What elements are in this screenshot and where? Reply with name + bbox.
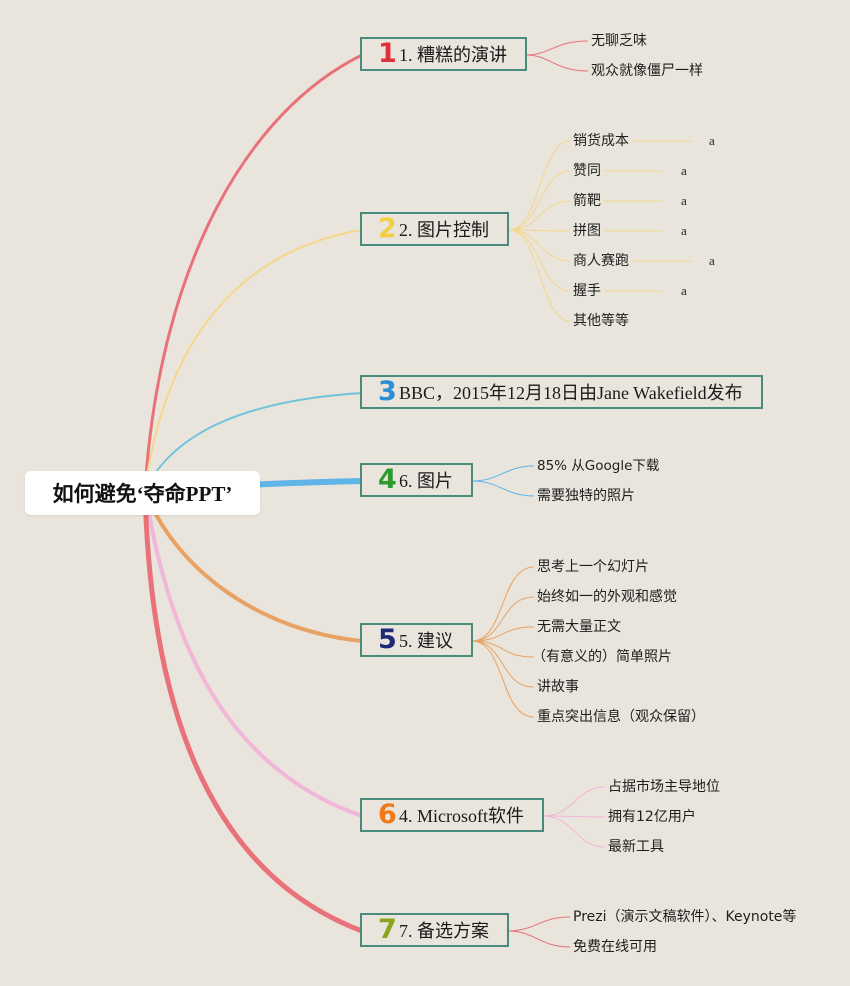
subtopic-item[interactable]: 拥有12亿用户 — [608, 809, 696, 825]
subtopic-item[interactable]: 观众就像僵尸一样 — [591, 63, 703, 79]
subtopic-item[interactable]: 无需大量正文 — [537, 619, 621, 635]
subtopic-note: a — [709, 253, 715, 268]
subtopic-item[interactable]: 讲故事 — [537, 679, 579, 695]
topic-label: 6. 图片 — [399, 471, 453, 491]
subtopic-item[interactable]: 销货成本 — [573, 133, 629, 149]
number-5-icon: 5 — [378, 624, 397, 655]
subtopic-item[interactable]: 免费在线可用 — [573, 939, 657, 955]
subtopic-item[interactable]: 思考上一个幻灯片 — [537, 559, 649, 575]
subtopic-item[interactable]: 其他等等 — [573, 313, 629, 329]
subtopic-item[interactable]: 重点突出信息（观众保留） — [537, 709, 705, 725]
subtopic-item[interactable]: 始终如一的外观和感觉 — [537, 589, 677, 605]
number-3-icon: 3 — [378, 376, 397, 407]
topic-pictures[interactable]: 4 6. 图片 — [360, 463, 473, 497]
topic-bbc-source[interactable]: 3 BBC，2015年12月18日由Jane Wakefield发布 — [360, 375, 763, 409]
branch-line-6 — [143, 489, 363, 818]
number-7-icon: 7 — [378, 914, 397, 945]
number-2-icon: 2 — [378, 213, 397, 244]
topic-image-control[interactable]: 2 2. 图片控制 — [360, 212, 509, 246]
subtopic-item[interactable]: （有意义的）简单照片 — [532, 649, 672, 665]
subtopic-item[interactable]: 85% 从Google下载 — [537, 458, 660, 474]
topic-label: 4. Microsoft软件 — [399, 806, 524, 826]
number-6-icon: 6 — [378, 799, 397, 830]
subtopic-item[interactable]: Prezi（演示文稿软件）、Keynote等 — [573, 909, 797, 925]
subtopic-note: a — [681, 193, 687, 208]
root-topic[interactable]: 如何避免‘夺命PPT’ — [25, 471, 260, 515]
topic-microsoft-software[interactable]: 6 4. Microsoft软件 — [360, 798, 544, 832]
subtopic-item[interactable]: 最新工具 — [608, 839, 664, 855]
number-1-icon: 1 — [378, 38, 397, 69]
topic-label: 7. 备选方案 — [399, 921, 489, 941]
topic-label: BBC，2015年12月18日由Jane Wakefield发布 — [399, 383, 743, 403]
branch-line-3 — [144, 392, 363, 491]
branch-line-5 — [143, 489, 363, 643]
branch-line-7 — [142, 489, 363, 934]
branch-line-2 — [144, 229, 363, 491]
branch-line-1 — [143, 53, 363, 491]
subtopic-item[interactable]: 商人赛跑 — [573, 253, 629, 269]
number-4-icon: 4 — [378, 464, 397, 495]
root-title: 如何避免‘夺命PPT’ — [52, 482, 233, 506]
subtopic-item[interactable]: 拼图 — [573, 223, 601, 239]
subtopic-item[interactable]: 箭靶 — [573, 193, 601, 209]
subtopic-item[interactable]: 需要独特的照片 — [537, 488, 635, 504]
topic-suggestions[interactable]: 5 5. 建议 — [360, 623, 473, 657]
subtopic-item[interactable]: 无聊乏味 — [591, 33, 647, 49]
subtopic-note: a — [709, 133, 715, 148]
topic-label: 5. 建议 — [399, 631, 453, 651]
subtopic-note: a — [681, 223, 687, 238]
topic-alternatives[interactable]: 7 7. 备选方案 — [360, 913, 509, 947]
topic-label: 1. 糟糕的演讲 — [399, 45, 507, 65]
subtopic-item[interactable]: 赞同 — [573, 163, 601, 179]
subtopic-note: a — [681, 283, 687, 298]
topic-label: 2. 图片控制 — [399, 220, 489, 240]
subtopic-item[interactable]: 握手 — [573, 283, 601, 299]
subtopic-item[interactable]: 占据市场主导地位 — [608, 779, 720, 795]
topic-bad-presentation[interactable]: 1 1. 糟糕的演讲 — [360, 37, 527, 71]
subtopic-note: a — [681, 163, 687, 178]
